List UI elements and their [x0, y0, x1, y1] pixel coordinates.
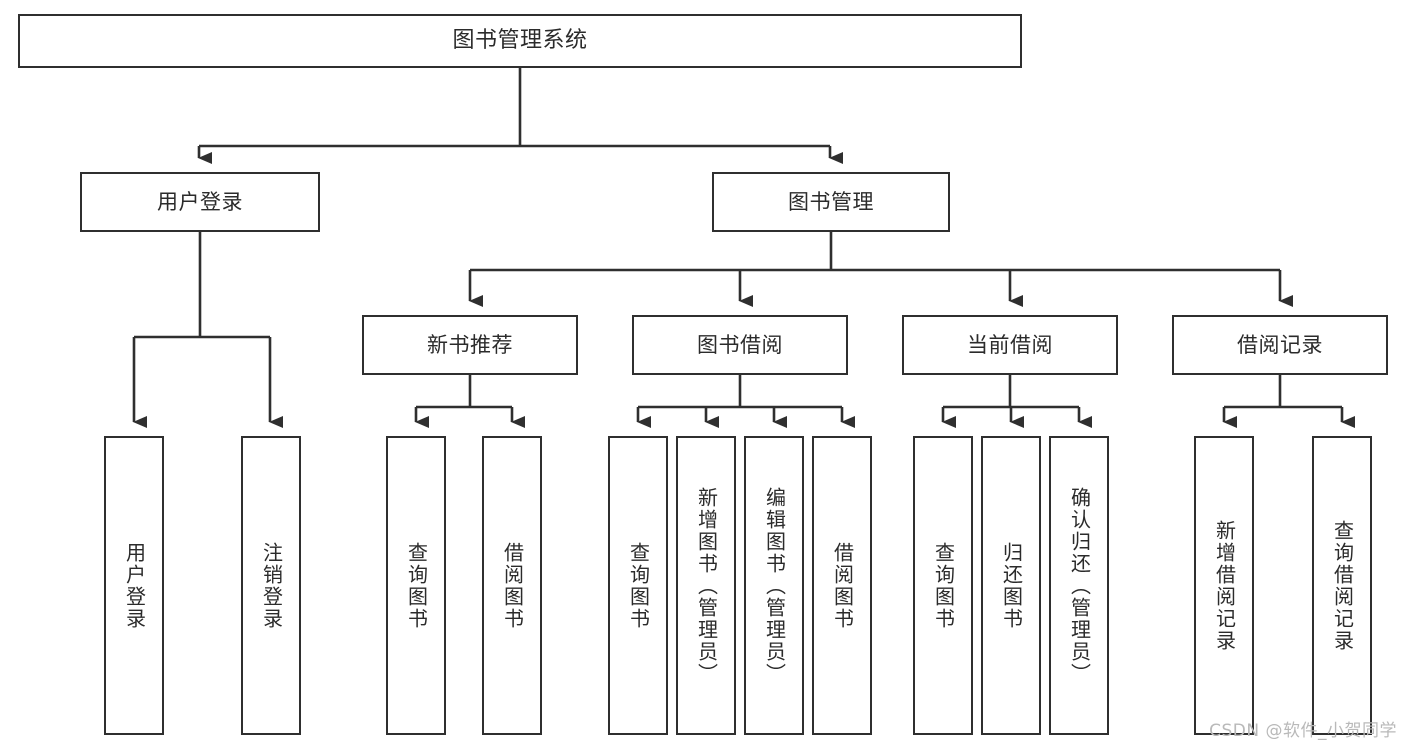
leaf-node[interactable]: 借阅图书 — [482, 436, 542, 735]
leaf-node[interactable]: 查询图书 — [386, 436, 446, 735]
leaf-node[interactable]: 借阅图书 — [812, 436, 872, 735]
node-book-management[interactable]: 图书管理 — [712, 172, 950, 232]
leaf-node[interactable]: 用户登录 — [104, 436, 164, 735]
leaf-node-label: 查询图书 — [626, 541, 651, 630]
leaf-node-label: 确认归还（管理员） — [1067, 486, 1092, 685]
leaf-node-label: 查询图书 — [931, 541, 956, 630]
leaf-node-label: 用户登录 — [122, 541, 147, 630]
node-root[interactable]: 图书管理系统 — [18, 14, 1022, 68]
leaf-node[interactable]: 新增借阅记录 — [1194, 436, 1254, 735]
csdn-watermark: CSDN @软件_小贺同学 — [1209, 721, 1397, 741]
node-borrow-records-label: 借阅记录 — [1237, 332, 1323, 357]
leaf-node-label: 归还图书 — [999, 541, 1024, 630]
node-current-borrow-label: 当前借阅 — [967, 332, 1053, 357]
leaf-node-label: 借阅图书 — [830, 541, 855, 630]
leaf-node-label: 查询图书 — [404, 541, 429, 630]
leaf-node[interactable]: 确认归还（管理员） — [1049, 436, 1109, 735]
leaf-node[interactable]: 注销登录 — [241, 436, 301, 735]
node-book-management-label: 图书管理 — [788, 189, 874, 214]
node-book-borrow[interactable]: 图书借阅 — [632, 315, 848, 375]
leaf-node-label: 借阅图书 — [500, 541, 525, 630]
node-book-borrow-label: 图书借阅 — [697, 332, 783, 357]
node-new-book-recommend[interactable]: 新书推荐 — [362, 315, 578, 375]
leaf-node[interactable]: 归还图书 — [981, 436, 1041, 735]
node-root-label: 图书管理系统 — [452, 28, 588, 54]
leaf-node-label: 编辑图书（管理员） — [762, 486, 787, 685]
leaf-node-label: 新增借阅记录 — [1212, 519, 1237, 652]
leaf-node-label: 新增图书（管理员） — [694, 486, 719, 685]
leaf-node[interactable]: 新增图书（管理员） — [676, 436, 736, 735]
node-new-book-recommend-label: 新书推荐 — [427, 332, 513, 357]
node-user-login[interactable]: 用户登录 — [80, 172, 320, 232]
leaf-node[interactable]: 编辑图书（管理员） — [744, 436, 804, 735]
leaf-node-label: 查询借阅记录 — [1330, 519, 1355, 652]
node-user-login-label: 用户登录 — [157, 189, 243, 214]
leaf-node-label: 注销登录 — [259, 541, 284, 630]
node-borrow-records[interactable]: 借阅记录 — [1172, 315, 1388, 375]
node-current-borrow[interactable]: 当前借阅 — [902, 315, 1118, 375]
leaf-node[interactable]: 查询图书 — [913, 436, 973, 735]
leaf-node[interactable]: 查询借阅记录 — [1312, 436, 1372, 735]
leaf-node[interactable]: 查询图书 — [608, 436, 668, 735]
